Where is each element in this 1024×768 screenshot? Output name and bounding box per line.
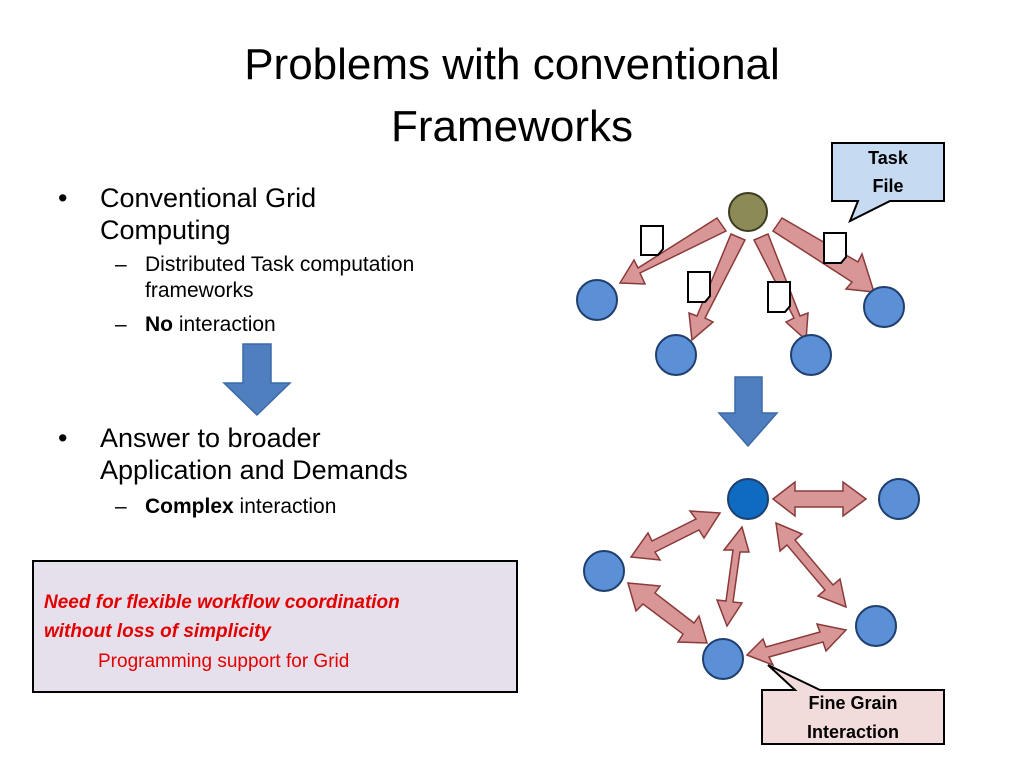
bold-word: No <box>145 313 173 336</box>
sub-bullet-line: Distributed Task computation <box>145 253 415 276</box>
fine-grain-label-line1: Fine Grain <box>808 693 897 713</box>
double-arrow <box>715 525 750 628</box>
sub-bullet-text: interaction <box>233 495 337 518</box>
task-file-label-line1: Task <box>868 148 909 168</box>
callout-line-1: Need for flexible workflow coordination <box>44 592 400 613</box>
task-arrow <box>618 216 728 285</box>
sub-bullet-dash: – <box>115 495 127 518</box>
peer-node <box>855 605 897 647</box>
slide-title: Problems with conventional Frameworks <box>60 34 964 158</box>
worker-node <box>790 334 832 376</box>
fine-grain-label-line2: Interaction <box>807 722 899 742</box>
worker-node <box>655 334 697 376</box>
double-arrow <box>629 510 722 561</box>
bullet-line: Answer to broader <box>100 423 321 453</box>
sub-bullet-complex-interaction: – Complex interaction <box>58 494 528 520</box>
down-arrow-icon <box>222 343 292 417</box>
sub-bullet-text: interaction <box>173 313 276 336</box>
bullet-dot: • <box>58 423 68 453</box>
bullet-conventional-grid: • Conventional Grid Computing <box>58 182 528 246</box>
double-arrow <box>771 480 868 518</box>
bullet-dot: • <box>58 183 68 213</box>
peer-node <box>878 478 920 520</box>
bold-word: Complex <box>145 495 234 518</box>
peer-node <box>583 550 625 592</box>
callout-line-2: without loss of simplicity <box>44 621 271 642</box>
bullet-line: Application and Demands <box>100 455 408 485</box>
bullet-line: Computing <box>100 215 231 245</box>
double-arrow <box>626 582 709 644</box>
sub-bullet-line: frameworks <box>145 279 254 302</box>
sub-bullet-no-interaction: – No interaction <box>58 312 528 338</box>
task-arrow <box>688 233 747 342</box>
title-line-2: Frameworks <box>390 102 634 151</box>
sub-bullet-dash: – <box>115 313 127 336</box>
worker-node <box>863 286 905 328</box>
double-arrow <box>745 622 848 667</box>
task-file-documents <box>640 225 847 313</box>
task-file-callout <box>831 142 945 224</box>
task-file-label-line2: File <box>872 176 903 196</box>
callout-box: Need for flexible workflow coordination … <box>32 560 518 693</box>
document-icon <box>640 225 664 256</box>
bullet-line: Conventional Grid <box>100 183 317 213</box>
fine-grain-callout <box>761 664 945 745</box>
sub-bullet-dash: – <box>115 253 127 276</box>
title-line-1: Problems with conventional <box>244 40 780 89</box>
interaction-arrows <box>626 480 868 667</box>
callout-line-3: Programming support for Grid <box>98 651 350 672</box>
document-icon <box>687 271 711 303</box>
bullet-list: • Conventional Grid Computing – Distribu… <box>58 182 528 520</box>
down-arrow-icon <box>717 376 779 448</box>
document-icon <box>823 232 847 264</box>
bullet-answer-broader: • Answer to broader Application and Dema… <box>58 422 528 486</box>
worker-node <box>576 279 618 321</box>
hub-node <box>727 478 769 520</box>
sub-bullet-distributed: – Distributed Task computation framework… <box>58 252 528 304</box>
document-icon <box>767 281 791 313</box>
master-node <box>728 192 768 232</box>
peer-node <box>702 638 744 680</box>
double-arrow <box>775 521 848 609</box>
